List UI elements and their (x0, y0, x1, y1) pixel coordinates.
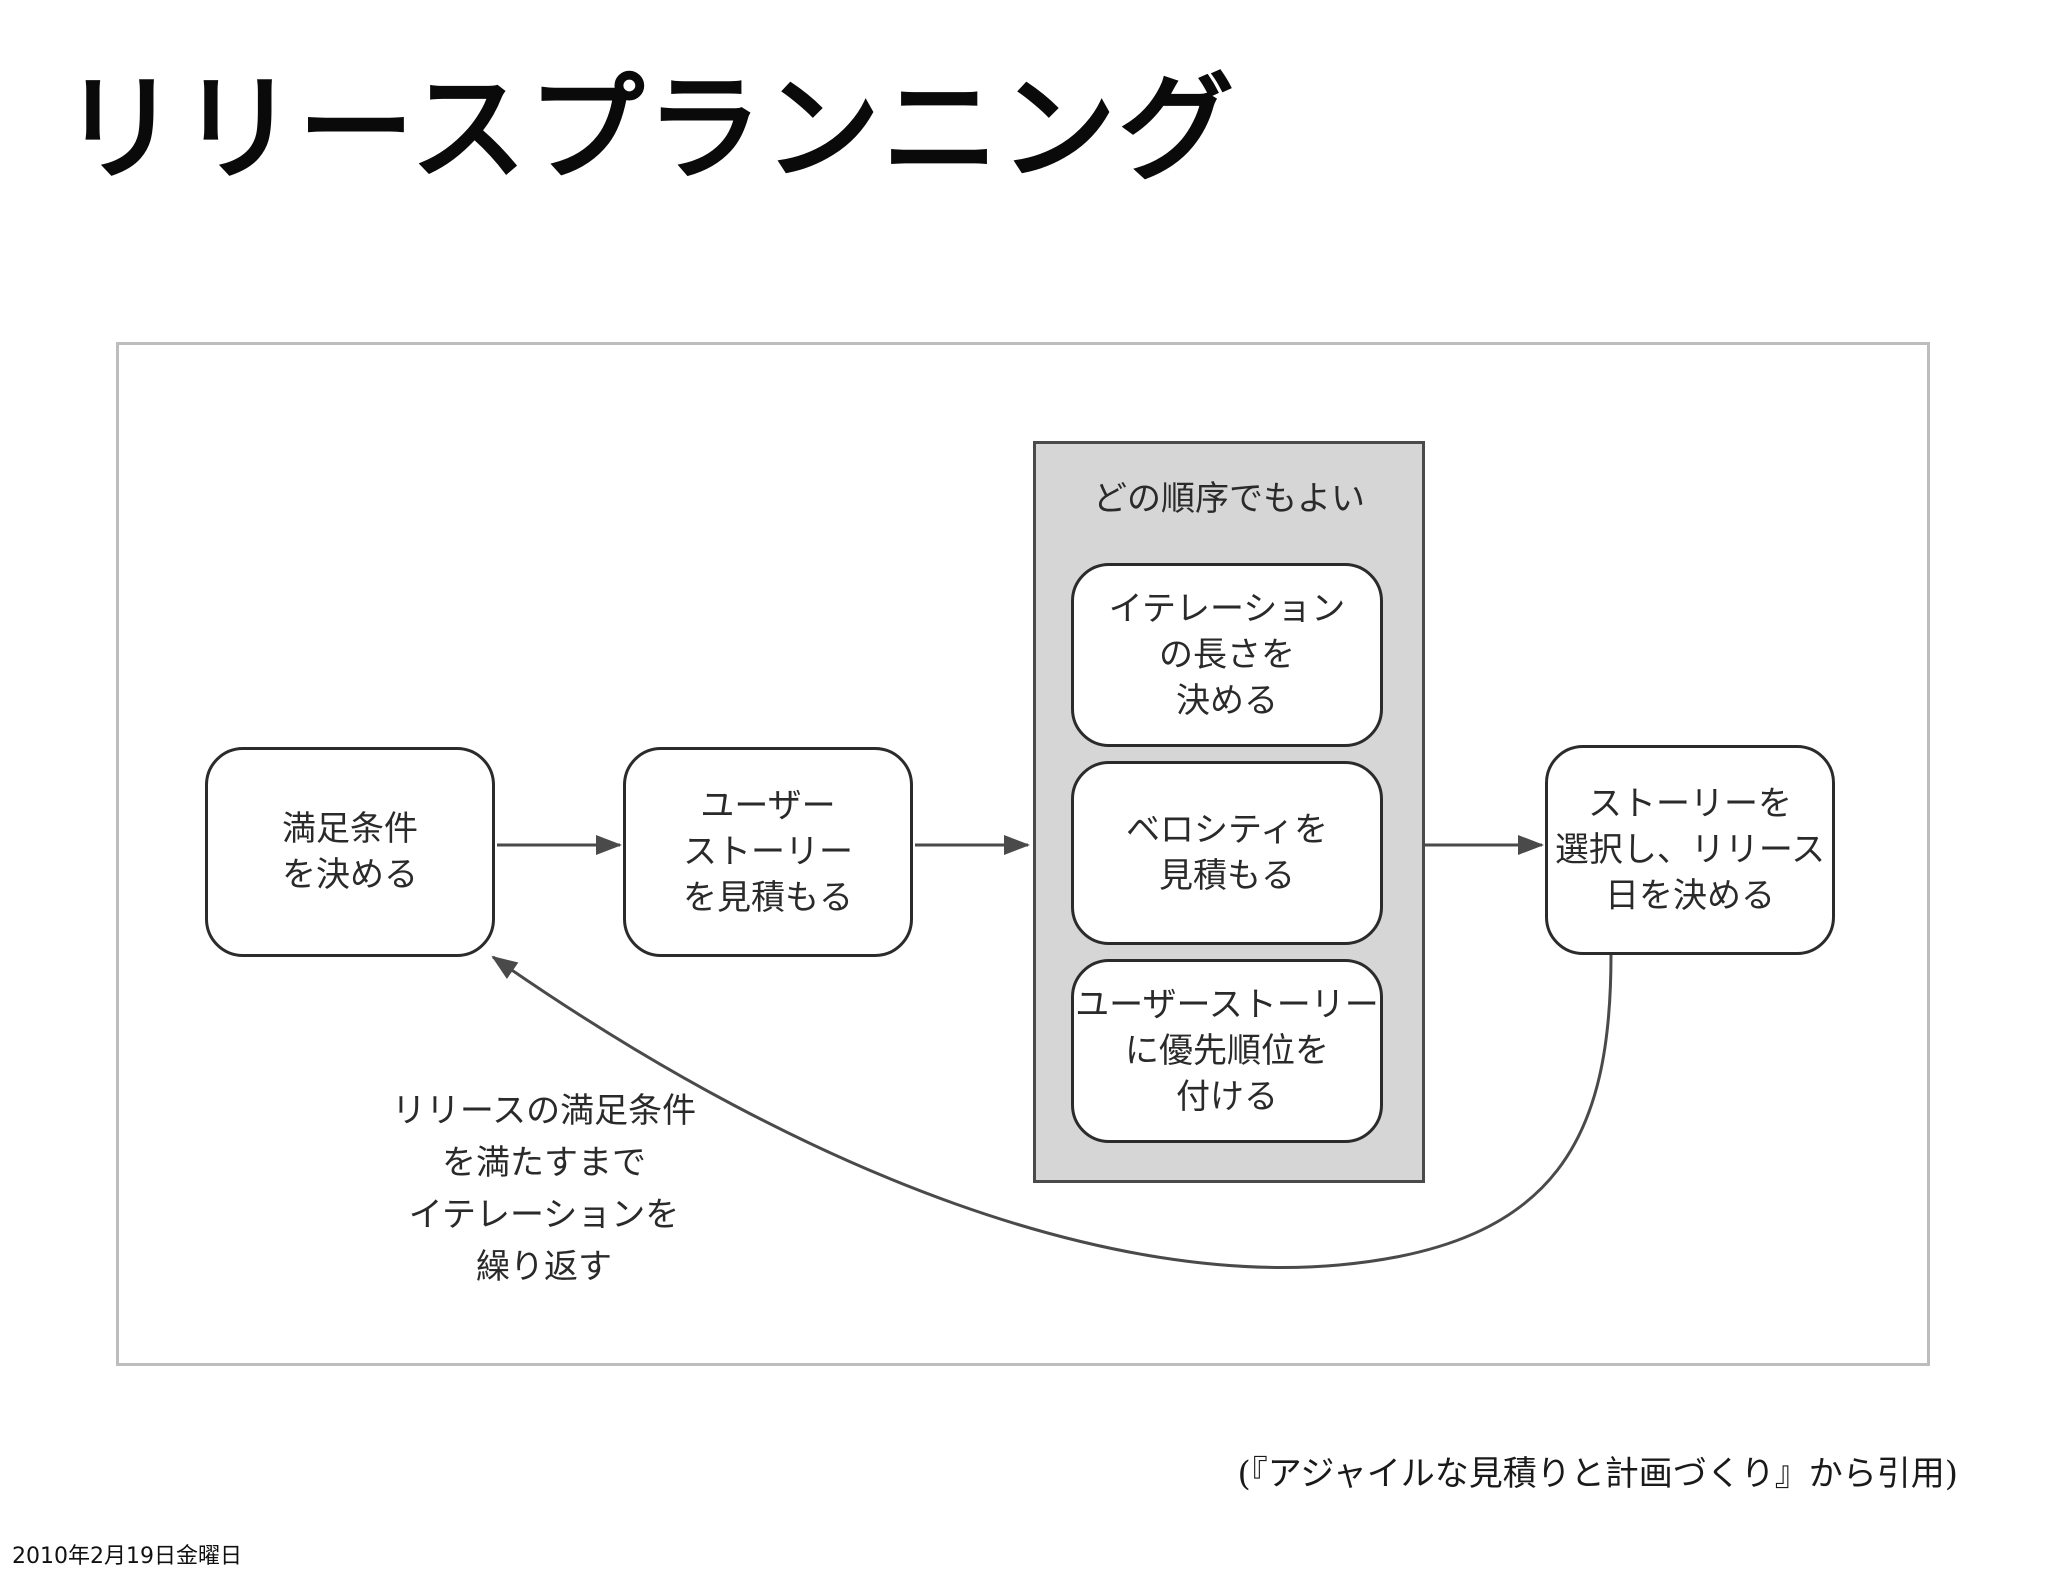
group-item-prioritize-user-stories: ユーザーストーリー に優先順位を 付ける (1071, 959, 1383, 1143)
step-define-conditions-of-satisfaction: 満足条件 を決める (205, 747, 495, 957)
citation: (『アジャイルな見積りと計画づくり』から引用) (1237, 1454, 1958, 1494)
footer-date: 2010年2月19日金曜日 (12, 1544, 242, 1569)
slide-title: リリースプランニング (62, 62, 1237, 197)
release-planning-diagram: 満足条件 を決める ユーザー ストーリー を見積もる どの順序でもよい イテレー… (116, 342, 1930, 1366)
feedback-arrow (491, 954, 1613, 1269)
step-select-stories-and-release-date: ストーリーを 選択し、リリース 日を決める (1545, 745, 1835, 955)
group-item-estimate-velocity: ベロシティを 見積もる (1071, 761, 1383, 945)
step-estimate-user-stories: ユーザー ストーリー を見積もる (623, 747, 913, 957)
feedback-loop-label: リリースの満足条件 を満たすまで イテレーションを 繰り返す (391, 1091, 697, 1287)
any-order-group-label: どの順序でもよい (1093, 479, 1365, 519)
group-item-select-iteration-length: イテレーション の長さを 決める (1071, 563, 1383, 747)
diagram-connectors (491, 835, 1613, 1269)
